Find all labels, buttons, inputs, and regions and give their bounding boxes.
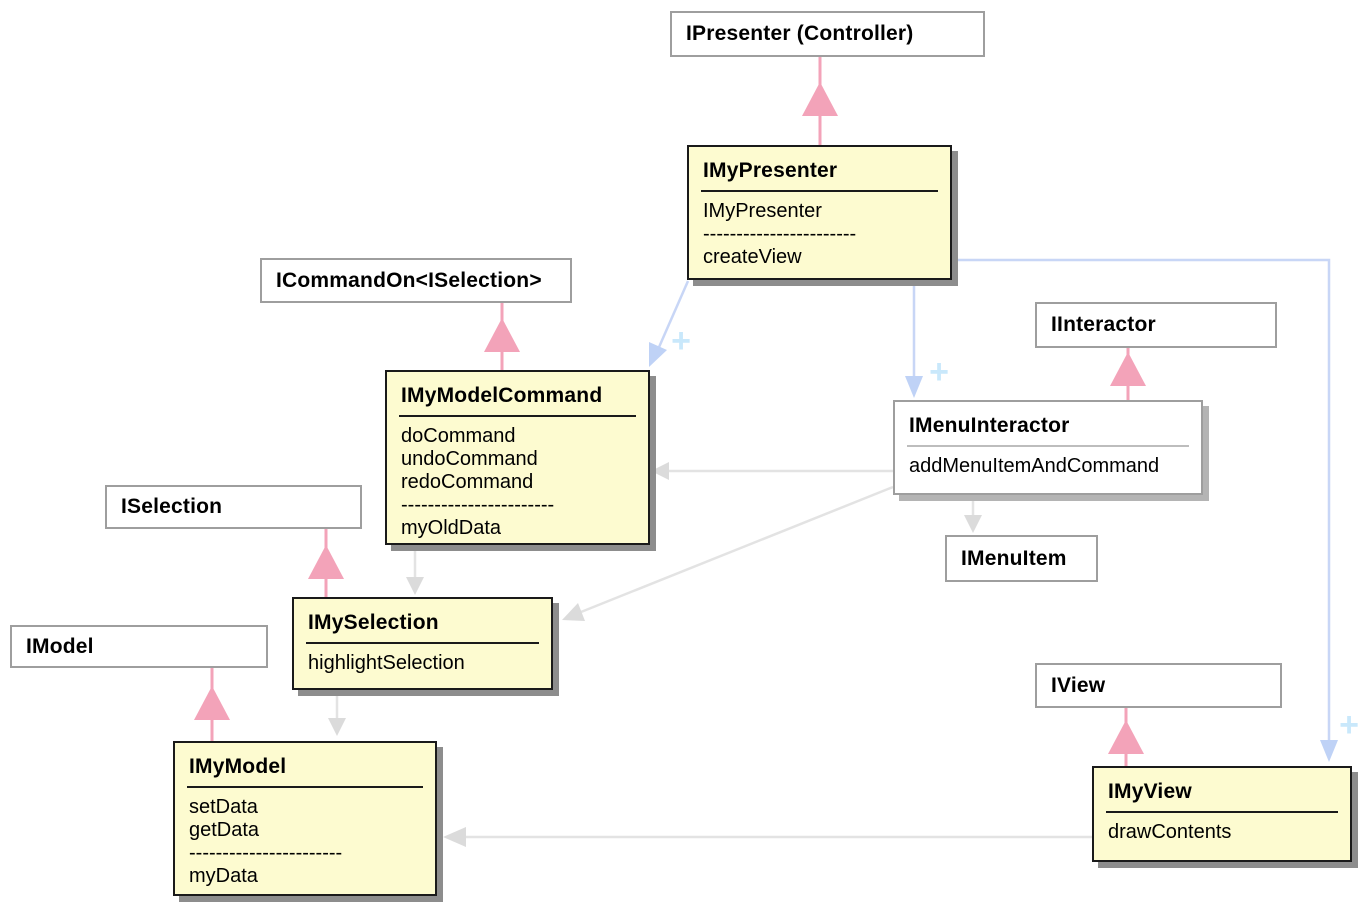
inheritance-arrow-imypresenter-to-ipresenter [802,57,838,145]
interface-box-iinteractor: IInteractor [1035,302,1277,348]
class-title: IMyModelCommand [401,384,603,407]
interface-box-ipresenter: IPresenter (Controller) [670,11,985,57]
aggregation-line [954,258,1331,744]
title-separator [187,786,423,788]
aggregation-arrow-imypresenter-to-imymodelcommand [649,280,690,367]
inheritance-arrow-imymodelcommand-to-icommandon [484,303,520,370]
member-line: setData [189,796,258,818]
class-box-imypresenter: IMyPresenter IMyPresenter --------------… [687,145,952,280]
plus-cardinality-label-imymodelcommand: + [671,322,691,360]
inheritance-arrow-imyview-to-iview [1108,708,1144,766]
member-line: getData [189,819,260,841]
dependency-arrowhead-icon [406,577,424,595]
member-line: doCommand [401,425,516,447]
member-separator-dashes: ----------------------- [703,223,857,245]
inheritance-arrow-imyselection-to-iselection [308,529,344,597]
class-title: IMyPresenter [703,159,838,182]
class-title: IMySelection [308,611,439,634]
aggregation-arrowhead-icon [905,376,923,398]
inheritance-arrow-imenuinteractor-to-iinteractor [1110,348,1146,400]
interface-box-icommandon: ICommandOn<ISelection> [260,258,572,303]
dependency-arrowhead-icon [328,718,346,736]
class-title: IMyView [1108,780,1192,803]
inheritance-arrow-imymodel-to-imodel [194,668,230,741]
inheritance-triangle-icon [1108,720,1144,754]
inheritance-triangle-icon [484,318,520,352]
aggregation-arrowhead-icon [649,342,667,367]
inheritance-triangle-icon [1110,352,1146,386]
dependency-arrow-imyselection-to-imymodel [328,690,346,736]
interface-label: ISelection [121,495,223,518]
interface-label: IInteractor [1051,313,1156,336]
class-box-imyselection: IMySelection highlightSelection [292,597,553,690]
dependency-arrowhead-icon [443,827,466,847]
member-line: createView [703,246,802,268]
aggregation-arrowhead-icon [1320,740,1338,762]
dependency-arrow-imenuinteractor-to-imyselection [562,485,894,621]
member-line: addMenuItemAndCommand [909,455,1160,477]
member-line: myOldData [401,517,502,539]
dependency-arrowhead-icon [562,603,585,621]
interface-label: IMenuItem [961,546,1067,570]
title-separator [701,190,938,192]
member-line: myData [189,865,258,887]
class-box-imyview: IMyView drawContents [1092,766,1352,862]
inheritance-triangle-icon [308,545,344,579]
class-box-imenuinteractor: IMenuInteractor addMenuItemAndCommand [893,400,1203,495]
interface-box-iselection: ISelection [105,485,362,529]
dependency-arrowhead-icon [964,515,982,533]
interface-box-imodel: IModel [10,625,268,668]
class-title: IMyModel [189,755,287,778]
interface-box-imenuitem: IMenuItem [945,535,1098,582]
member-line: redoCommand [401,471,534,493]
dependency-line [580,485,894,614]
title-separator [306,642,539,644]
member-line: drawContents [1108,821,1232,843]
dependency-arrow-imyview-to-imymodel [443,827,1092,847]
dependency-arrowhead-icon [651,462,669,480]
aggregation-line [654,280,690,355]
aggregation-arrow-imypresenter-to-imyview [954,258,1338,762]
member-separator-dashes: ----------------------- [401,494,555,516]
member-separator-dashes: ----------------------- [189,842,343,864]
title-separator [1106,811,1338,813]
class-box-imymodel: IMyModel setData getData ---------------… [173,741,437,896]
plus-cardinality-label-imyview: + [1339,706,1359,744]
title-separator [399,415,636,417]
class-box-imymodelcommand: IMyModelCommand doCommand undoCommand re… [385,370,650,545]
interface-label: IPresenter (Controller) [686,22,914,45]
interface-label: IModel [26,634,94,658]
member-line: undoCommand [401,448,538,470]
dependency-arrow-imymodelcommand-to-imyselection [406,545,424,595]
dependency-arrow-imenuinteractor-to-imenuitem [964,495,982,533]
plus-cardinality-label-imenuinteractor: + [929,353,949,391]
dependency-arrow-imenuinteractor-to-imymodelcommand [651,462,893,480]
title-separator [907,445,1189,447]
interface-label: ICommandOn<ISelection> [276,268,542,292]
class-title: IMenuInteractor [909,414,1070,437]
interface-box-iview: IView [1035,663,1282,708]
member-line: highlightSelection [308,652,465,674]
member-line: IMyPresenter [703,200,822,222]
inheritance-triangle-icon [802,82,838,116]
inheritance-triangle-icon [194,686,230,720]
interface-label: IView [1051,673,1106,697]
aggregation-arrow-imypresenter-to-imenuinteractor [905,281,923,398]
